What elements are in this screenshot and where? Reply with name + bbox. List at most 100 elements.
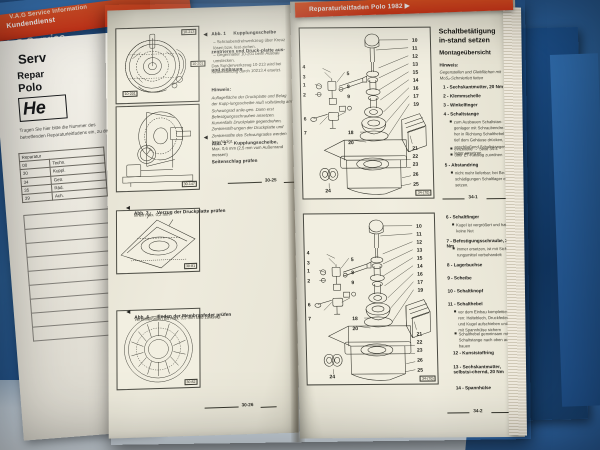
svg-text:9: 9 — [347, 94, 350, 100]
svg-text:21: 21 — [417, 332, 423, 338]
cover-logo-box: He — [18, 94, 68, 123]
figure-abb2-box: 30-147 — [115, 103, 200, 193]
svg-text:9: 9 — [351, 280, 354, 286]
svg-text:1: 1 — [303, 82, 306, 88]
part-3-name: Winkelfinger — [449, 102, 478, 108]
part-4-name: Schaltstange — [450, 111, 479, 117]
svg-text:5: 5 — [347, 71, 350, 77]
part-item-4: 4 - Schaltstange — [443, 111, 479, 117]
caption-arrow-abb4 — [126, 309, 131, 315]
svg-text:10: 10 — [412, 38, 418, 44]
svg-text:2: 2 — [307, 278, 310, 284]
hinweis-label-right: Hinweis: — [439, 62, 459, 68]
tool-label-10-201b: 10-201 — [122, 90, 138, 98]
bullet-dot — [452, 247, 455, 250]
part-7-sub-1: immer ersetzen, ist mit Siche-rungsmitte… — [456, 246, 511, 258]
part-item-1: 1 - Sechskantmutter, 20 Nm — [442, 84, 504, 90]
svg-text:12: 12 — [412, 54, 418, 60]
svg-text:7: 7 — [308, 316, 311, 322]
svg-text:14: 14 — [413, 78, 419, 84]
svg-text:19: 19 — [413, 102, 419, 108]
svg-text:12: 12 — [416, 240, 422, 246]
part-6-sub-1: Kugel ist vergrößert und hat keine Nut — [456, 222, 507, 234]
page-rule-34-1-left — [442, 198, 465, 200]
svg-text:18: 18 — [348, 130, 354, 136]
clutch-centering-drawing — [125, 33, 187, 93]
figure-abb1-box: 10-213 10-201 10-201 — [115, 25, 206, 105]
svg-text:18: 18 — [352, 316, 358, 322]
cover-model-title: Polo — [17, 81, 43, 96]
part-8-name: Lagerbuchse — [453, 262, 483, 268]
svg-text:22: 22 — [412, 154, 418, 160]
part-item-9: 9 - Scheibe — [447, 275, 472, 281]
part-3-num: 3 — [443, 102, 447, 108]
cover-blank-lines — [23, 208, 119, 342]
page-number-30-26: 30-26 — [241, 402, 254, 408]
part-4-num: 4 — [443, 111, 447, 117]
part-item-11: 11 - Schalthebel — [447, 301, 483, 307]
part-5-sub-1: nicht mehr lieferbar; bei Be-schädigunge… — [454, 170, 509, 188]
row-num: 39 — [22, 192, 53, 203]
svg-text:20: 20 — [348, 140, 354, 146]
figure-abb4-tag: 30-82 — [184, 378, 198, 386]
svg-text:15: 15 — [417, 256, 423, 262]
caption-arrow-abb2 — [203, 135, 208, 140]
right-page-subtitle: Montageübersicht — [439, 50, 491, 57]
svg-text:15: 15 — [413, 70, 419, 76]
part-12-num: 12 — [452, 350, 459, 356]
page-number-34-1: 34-1 — [468, 194, 478, 200]
part-14-num: 14 — [455, 385, 461, 391]
part-item-2: 2 - Klemmschelle — [443, 93, 481, 99]
dial-gauge-stand-drawing — [122, 111, 194, 187]
part-11-sub-2: Schalthebel gemeinsam mit Schaltstange n… — [458, 331, 512, 349]
part-9-name: Scheibe — [453, 275, 472, 281]
svg-text:24: 24 — [325, 188, 331, 194]
part-12-name: Kunststoffring — [462, 350, 494, 356]
part-item-5: 5 - Abstandring — [444, 162, 479, 168]
part-item-3: 3 - Winkelfinger — [443, 102, 478, 108]
tool-label-10-213: 10-213 — [181, 28, 197, 36]
svg-text:23: 23 — [413, 162, 419, 168]
part-14-name: Spannhülse — [464, 385, 492, 391]
svg-text:22: 22 — [417, 340, 423, 346]
svg-text:11: 11 — [416, 232, 422, 238]
svg-text:13: 13 — [417, 248, 423, 254]
svg-text:24: 24 — [329, 374, 335, 380]
bullet-dot — [450, 147, 453, 150]
part-1-num: 1 — [442, 84, 446, 90]
svg-text:23: 23 — [417, 348, 423, 354]
svg-text:10: 10 — [416, 224, 422, 230]
open-manual: 10-213 10-201 10-201 — [105, 0, 531, 445]
cover-note: Tragen Sie hier bitte die Nummer des bet… — [19, 122, 115, 140]
svg-text:8: 8 — [351, 270, 354, 276]
cover-logo-text: He — [22, 96, 47, 119]
svg-text:2: 2 — [303, 92, 306, 98]
figure-abb3-box: 30-81 — [115, 207, 201, 275]
part-item-13: 13 - Sechskantmutter, selbstsi-chernd, 2… — [453, 364, 504, 375]
svg-text:14: 14 — [417, 264, 423, 270]
svg-text:1: 1 — [307, 268, 310, 274]
part-10-num: 10 — [447, 288, 453, 294]
page-number-30-25: 30-25 — [264, 177, 277, 183]
svg-text:3: 3 — [303, 74, 306, 80]
part-11-name: Schalthebel — [456, 301, 483, 307]
part-5-num: 5 — [444, 162, 448, 168]
banner-right-text: Reparaturleitfaden Polo 1982 ▶ — [308, 2, 410, 14]
svg-text:16: 16 — [413, 86, 419, 92]
abb1-caption-num: Abb. 1 — [211, 30, 226, 37]
right-page-title: Schaltbetätigung in-stand setzen — [438, 28, 496, 45]
figure-bottom-tag: 34-(70) — [419, 375, 436, 382]
part-1-name: Sechskantmutter, 20 Nm — [449, 84, 504, 90]
page-rule-top — [227, 181, 262, 184]
pressure-plate-warp-drawing — [120, 212, 196, 269]
svg-text:17: 17 — [417, 280, 423, 286]
svg-text:11: 11 — [412, 46, 418, 52]
part-6-num: 6 — [445, 214, 449, 220]
page-rule-bottom-2 — [260, 406, 277, 408]
bullet-dot — [450, 171, 453, 174]
svg-text:25: 25 — [413, 182, 419, 188]
